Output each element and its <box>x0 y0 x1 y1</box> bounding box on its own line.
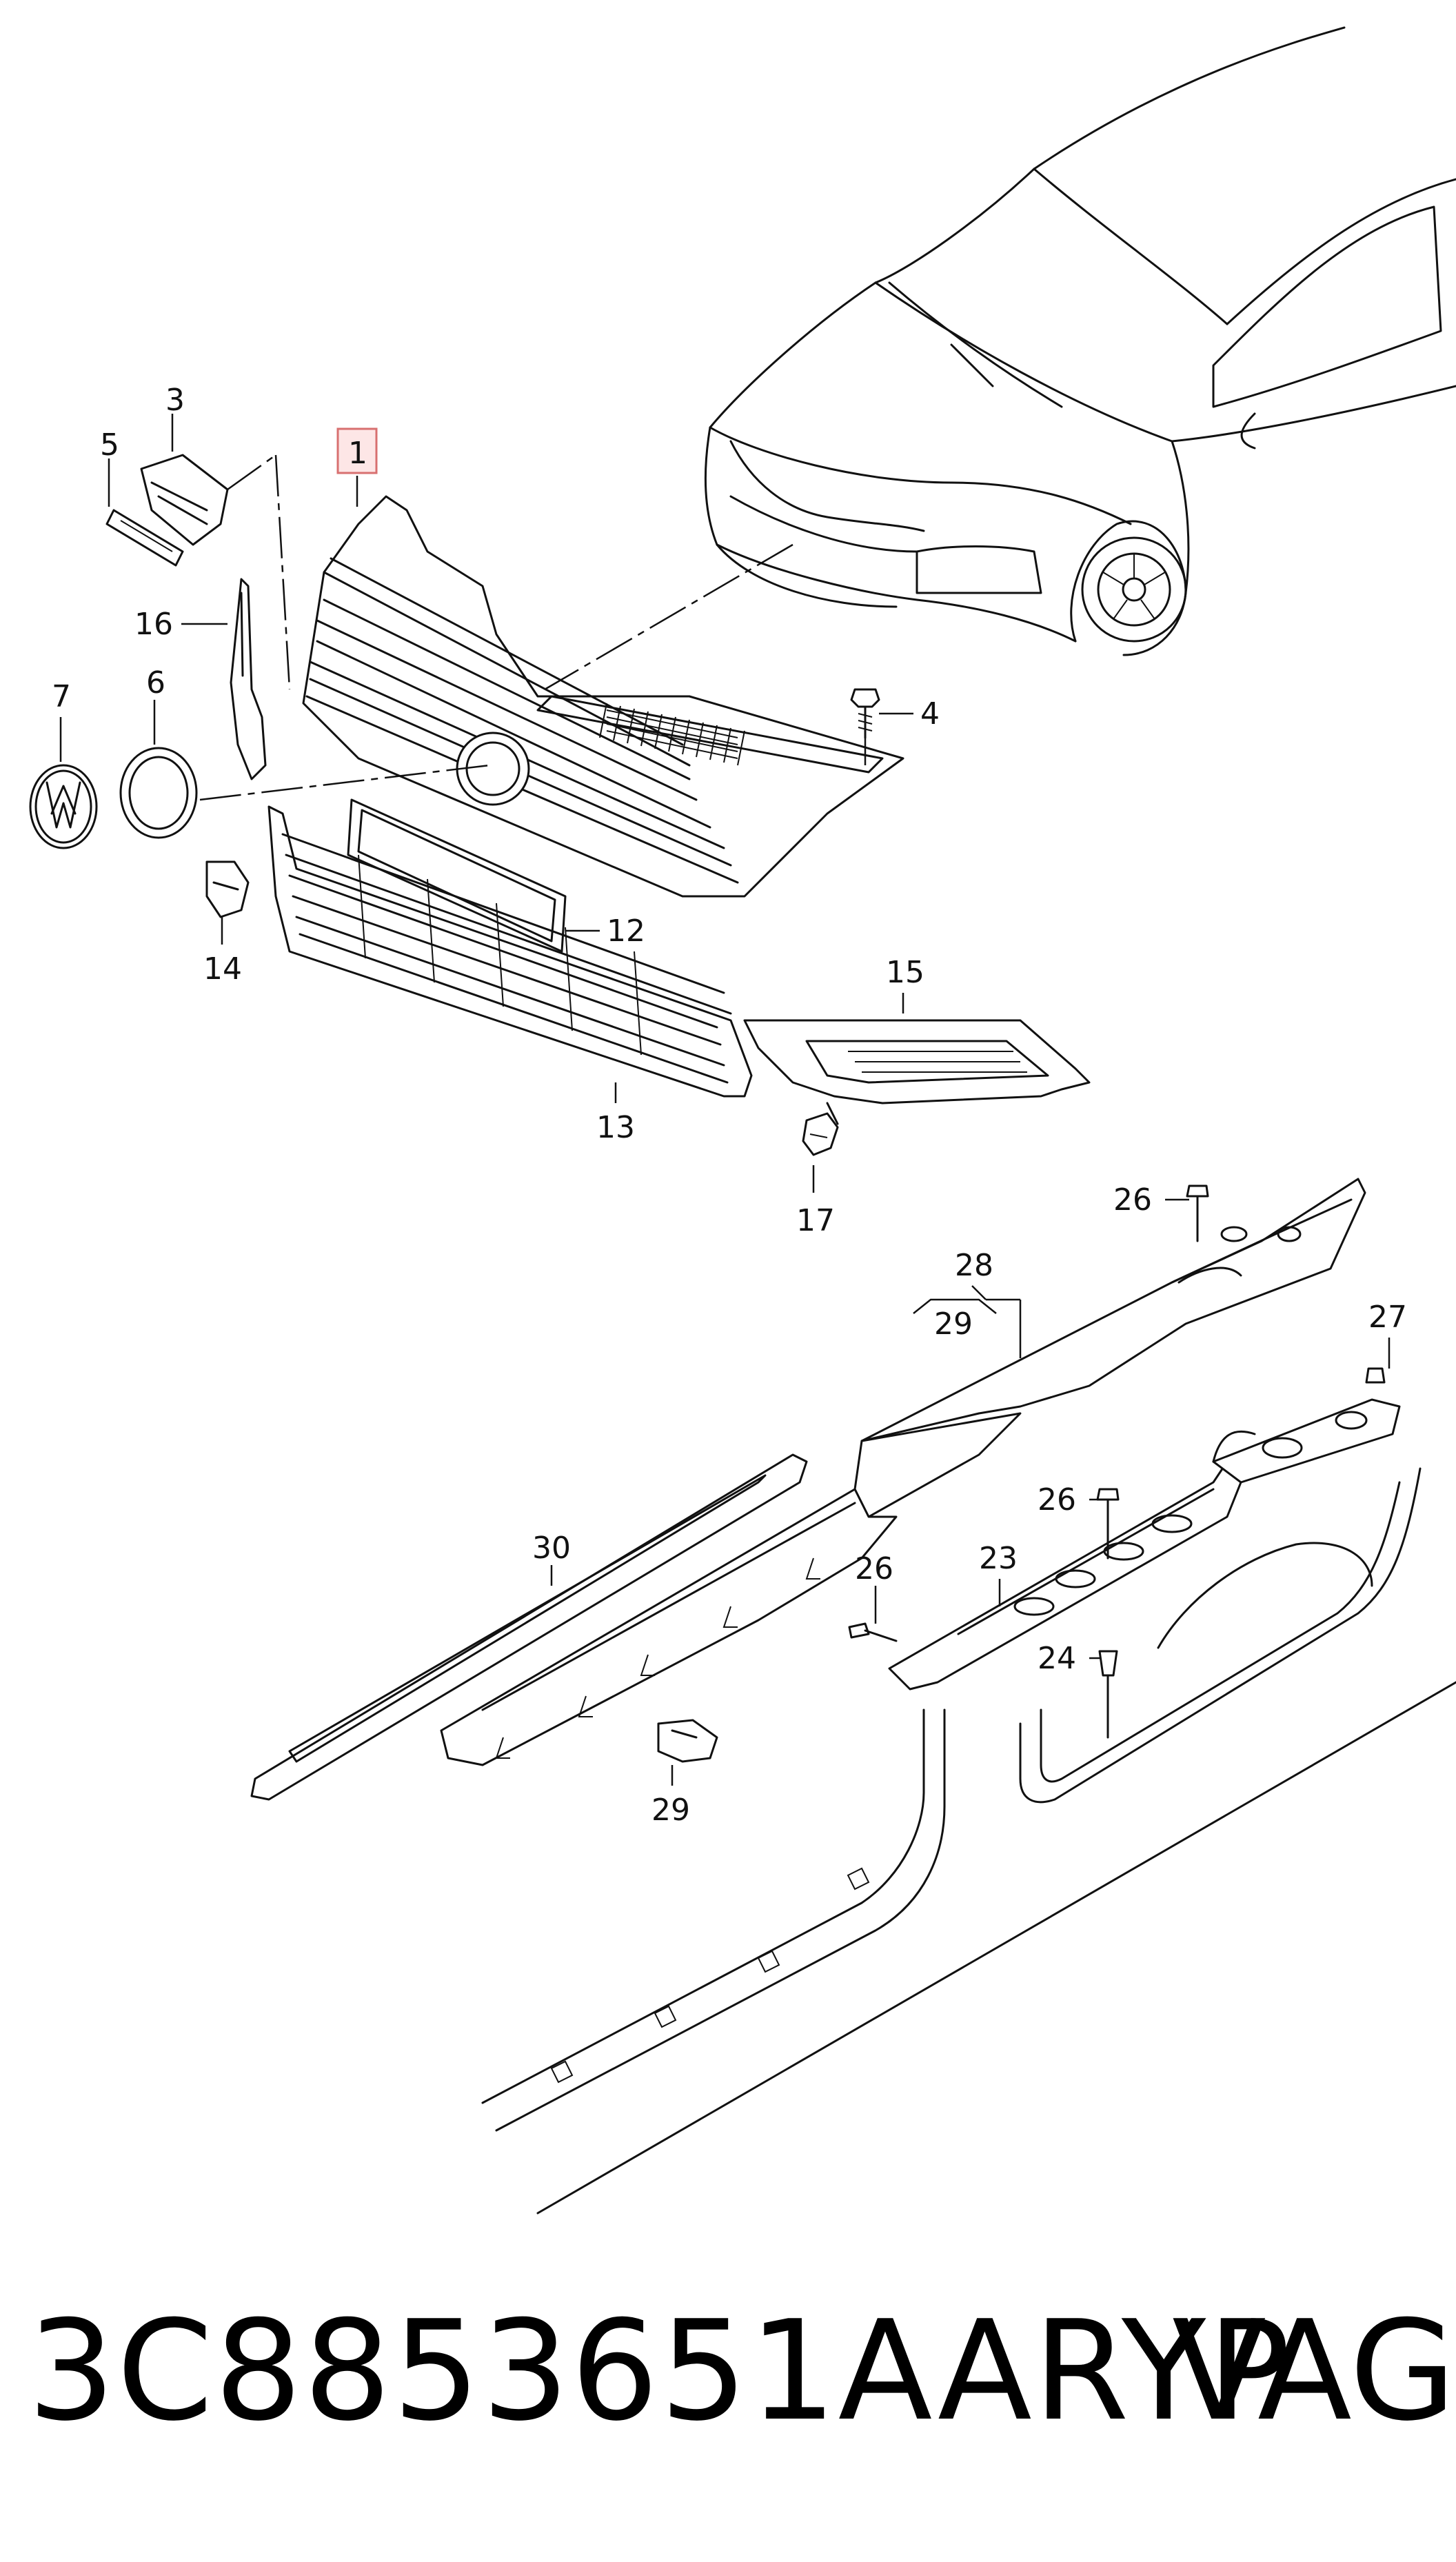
grille-to-strip-leader <box>274 454 291 690</box>
part-16-trim-strip <box>230 578 267 780</box>
callout-16: 16 <box>134 607 173 642</box>
callout-23: 23 <box>979 1541 1018 1576</box>
bracket-3-leader <box>227 454 276 491</box>
part-5-lettering-badge <box>105 509 184 567</box>
callout-6: 6 <box>146 665 165 700</box>
callout-5: 5 <box>100 427 119 463</box>
callout-15: 15 <box>886 955 924 990</box>
part-14-clip <box>205 860 250 918</box>
callout-27: 27 <box>1368 1300 1407 1335</box>
grille-to-badge-leader <box>199 764 490 801</box>
highlight-box-part-1 <box>336 427 378 474</box>
callout-leaders <box>59 414 1391 1786</box>
part-27-bracket <box>1212 1398 1401 1484</box>
part-number: 3C8853651AARYP <box>28 2291 1292 2452</box>
callout-28: 28 <box>955 1248 993 1283</box>
car-illustration <box>704 26 1456 656</box>
part-17-screw <box>802 1102 839 1156</box>
callout-17: 17 <box>796 1203 835 1238</box>
part-6-badge-ring <box>119 747 198 839</box>
part-3-bracket <box>140 454 229 546</box>
callout-1: 1 <box>348 436 367 471</box>
part-29-clip <box>657 1719 718 1763</box>
part-28-sill-rail <box>860 1178 1366 1442</box>
part-12-plate-holder <box>347 798 567 953</box>
part-13-lower-grille <box>267 805 753 1098</box>
callout-14: 14 <box>203 951 242 987</box>
callout-4: 4 <box>920 696 940 732</box>
callout-26-top: 26 <box>1113 1182 1152 1218</box>
part-23-bracket <box>888 1460 1242 1691</box>
car-to-grille-leader <box>544 543 793 691</box>
callout-labels: 1 3 5 16 7 6 14 12 13 15 4 17 26 27 28 2… <box>52 383 1407 1828</box>
brand-label: VAG <box>1172 2291 1456 2452</box>
callout-29-bottom: 29 <box>651 1793 690 1828</box>
callout-13: 13 <box>596 1110 635 1145</box>
part-30-sill-trim <box>250 1453 808 1801</box>
callout-30: 30 <box>532 1531 571 1566</box>
callout-24: 24 <box>1038 1641 1076 1676</box>
part-7-vw-badge <box>29 764 98 849</box>
callout-12: 12 <box>607 914 645 949</box>
car-body-lower <box>481 1467 1456 2215</box>
callout-29-top: 29 <box>934 1307 973 1342</box>
callout-26-mid: 26 <box>1038 1482 1076 1517</box>
part-15-fog-light-grille <box>743 1019 1091 1105</box>
callout-7: 7 <box>52 679 71 714</box>
part-4-screw <box>850 688 880 765</box>
sill-body <box>440 1412 1022 1766</box>
callout-3: 3 <box>165 383 185 418</box>
fasteners-lower <box>848 1184 1386 1739</box>
callout-26-left: 26 <box>855 1551 893 1586</box>
